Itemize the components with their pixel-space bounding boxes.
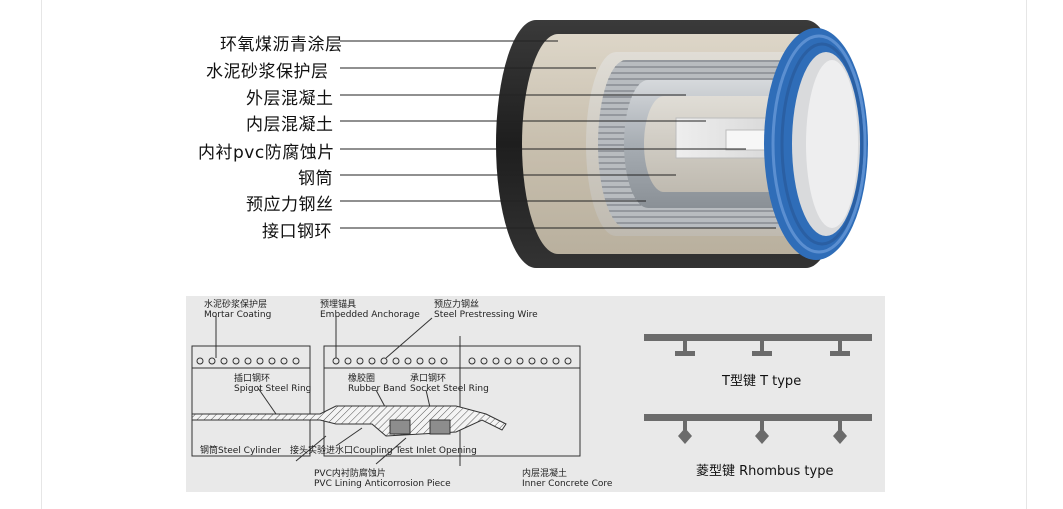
right-pipe-outline: [323, 345, 581, 457]
label-wire-en: Steel Prestressing Wire: [434, 310, 538, 320]
label-wire-cn: 预应力钢丝: [434, 300, 480, 310]
label-rubber-cn: 橡胶圈: [348, 374, 376, 384]
leader-lines: [340, 40, 776, 229]
pipe-cutaway-graphic: [340, 20, 868, 268]
joint-section-figure: 水泥砂浆保护层 Mortar Coating 预埋锚具 Embedded Anc…: [186, 296, 885, 492]
label-t-type: T型键 T type: [722, 374, 802, 389]
label-socket-cn: 承口钢环: [410, 374, 447, 384]
label-inner-core-cn: 内层混凝土: [522, 469, 568, 479]
wire-circles-right: [332, 357, 572, 365]
pipe-cutaway-figure: 环氧煤沥青涂层 水泥砂浆保护层 外层混凝土 内层混凝土 内衬pvc防腐蚀片 钢筒…: [186, 12, 872, 270]
joint-section-graphic: [191, 316, 872, 466]
label-pvc-lining: 内衬pvc防腐蚀片: [198, 143, 335, 163]
rubber-band-1: [389, 419, 411, 435]
label-mortar-cn: 水泥砂浆保护层: [204, 300, 268, 310]
label-spigot-en: Spigot Steel Ring: [234, 384, 312, 394]
page-right-border: [1026, 0, 1027, 509]
label-pvc-en: PVC Lining Anticorrosion Piece: [314, 479, 451, 489]
label-inner-core-en: Inner Concrete Core: [522, 479, 613, 489]
label-socket-en: Socket Steel Ring: [410, 384, 489, 394]
t-type-key-drawing: [644, 334, 872, 356]
label-spigot-cn: 插口钢环: [234, 374, 271, 384]
label-anchorage-cn: 预埋锚具: [320, 300, 357, 310]
label-rubber-en: Rubber Band: [348, 384, 407, 394]
label-inner-concrete: 内层混凝土: [246, 115, 334, 135]
label-anchorage-en: Embedded Anchorage: [320, 310, 420, 320]
label-prestressing-wire: 预应力钢丝: [246, 195, 334, 215]
rhombus-type-key-drawing: [644, 414, 872, 444]
label-rhombus-type: 菱型键 Rhombus type: [696, 464, 834, 479]
page-left-border: [41, 0, 42, 509]
rubber-band-2: [429, 419, 451, 435]
label-steel-cylinder: 钢筒: [298, 169, 333, 189]
left-pipe-outline: [191, 345, 311, 457]
wire-circles-left: [196, 357, 300, 365]
label-joint-steel-ring: 接口钢环: [262, 222, 332, 242]
label-steel-cylinder: 钢筒Steel Cylinder: [200, 446, 281, 456]
label-coupling-test: 接头实验进水口Coupling Test Inlet Opening: [290, 446, 477, 456]
steel-joint-band: [191, 405, 507, 437]
label-asphalt-coating: 环氧煤沥青涂层: [220, 35, 343, 55]
label-pvc-cn: PVC内衬防腐蚀片: [314, 469, 386, 479]
label-mortar-en: Mortar Coating: [204, 310, 272, 320]
label-mortar-protective-layer: 水泥砂浆保护层: [206, 62, 329, 82]
label-outer-concrete: 外层混凝土: [246, 89, 334, 109]
